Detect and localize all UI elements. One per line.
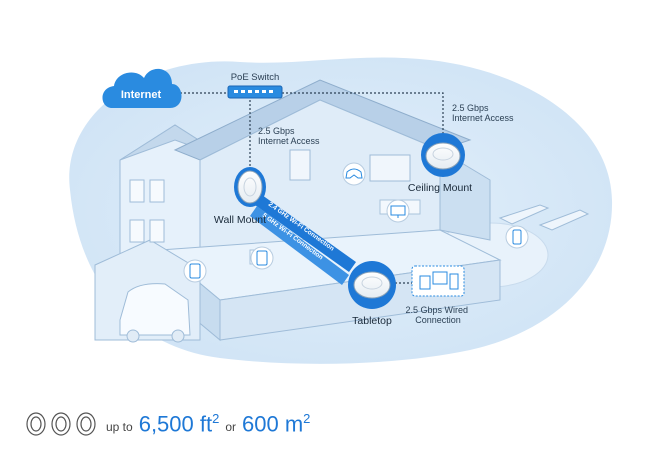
wifi-connection-bars <box>250 195 356 285</box>
ceiling-access-label: 2.5 Gbps Internet Access <box>452 103 514 123</box>
coverage-prefix: up to <box>106 420 133 435</box>
coverage-text: up to 6,500 ft2 or 600 m2 <box>106 411 310 437</box>
lounger-icon <box>498 204 590 231</box>
coverage-joiner: or <box>225 420 236 435</box>
tablet-icon <box>183 259 207 283</box>
access-point-icon <box>425 142 461 170</box>
poe-switch-label: PoE Switch <box>231 72 280 83</box>
coverage-footer: up to 6,500 ft2 or 600 m2 <box>24 404 310 444</box>
tabletop-ap[interactable]: Tabletop <box>348 261 396 327</box>
wall-mount-label: Wall Mount <box>214 214 266 226</box>
ceiling-mount-ap[interactable]: Ceiling Mount <box>408 133 472 194</box>
coverage-rings-icon <box>26 412 96 436</box>
coverage-area-m: 600 m2 <box>242 410 311 437</box>
internet-label: Internet <box>121 89 162 101</box>
phone-icon <box>505 225 529 249</box>
wired-connections <box>176 92 444 284</box>
wall-mount-ap[interactable]: Wall Mount <box>214 167 266 226</box>
tablet-icon <box>250 246 274 270</box>
poe-switch[interactable]: PoE Switch <box>227 72 283 99</box>
access-point-icon <box>353 271 391 299</box>
wall-access-label: 2.5 Gbps Internet Access <box>258 126 320 146</box>
wired-connection-label: 2.5 Gbps Wired Connection <box>405 305 470 325</box>
coverage-area-ft: 6,500 ft2 <box>138 410 220 437</box>
cloud-icon <box>102 68 182 108</box>
ceiling-mount-label: Ceiling Mount <box>408 182 472 194</box>
gamepad-icon <box>342 162 366 186</box>
tabletop-label: Tabletop <box>352 315 392 327</box>
internet-cloud[interactable]: Internet <box>102 68 182 108</box>
car-icon <box>119 283 191 343</box>
monitor-icon <box>386 199 410 223</box>
devices-icon <box>411 265 465 297</box>
access-point-icon <box>237 170 263 204</box>
